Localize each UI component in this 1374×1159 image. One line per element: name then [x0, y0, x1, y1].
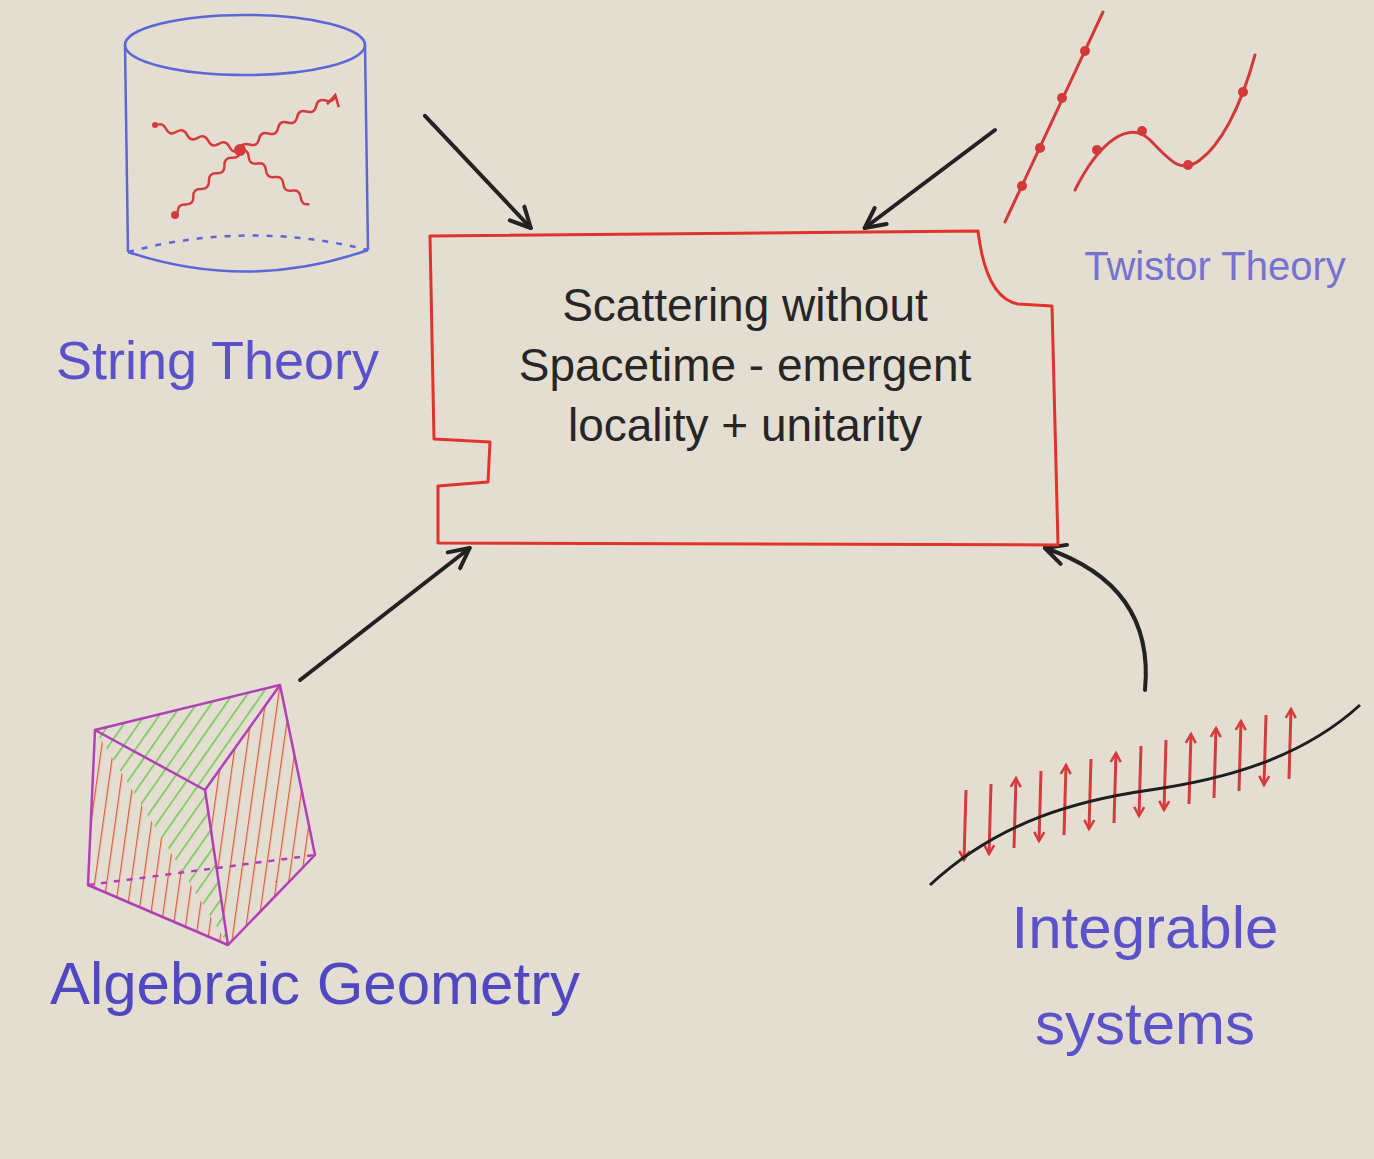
topic-label: Integrable systems: [965, 880, 1325, 1072]
flow-arrow: [300, 548, 470, 680]
flow-arrow: [865, 130, 995, 228]
illustrated-topic: Algebraic Geometry: [5, 680, 625, 1110]
illustrated-topic: Integrable systems: [925, 690, 1365, 1110]
central-idea-box: Scattering without Spacetime - emergent …: [430, 228, 1060, 548]
illustrated-topic: Twistor Theory: [995, 10, 1367, 330]
illustrated-topic: String Theory: [10, 10, 425, 470]
flow-arrow: [425, 116, 531, 228]
central-text: Scattering without Spacetime - emergent …: [430, 228, 1060, 495]
flow-arrow: [1045, 548, 1146, 690]
topic-label: Twistor Theory: [1065, 242, 1365, 290]
topic-label: Algebraic Geometry: [5, 948, 625, 1020]
topic-label: String Theory: [10, 328, 425, 393]
